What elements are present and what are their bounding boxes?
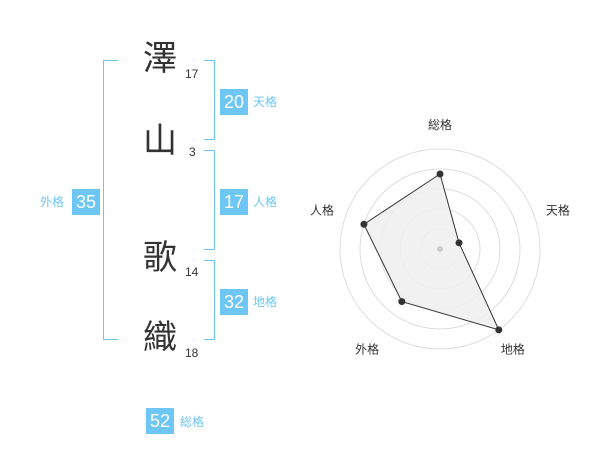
chikaku-bracket	[204, 260, 215, 340]
radar-point-2	[455, 239, 463, 247]
soukaku-label: 総格	[180, 415, 205, 429]
soukaku-value: 52	[146, 408, 174, 434]
stroke-count-2: 3	[189, 145, 196, 159]
radar-point-3	[495, 326, 503, 334]
tenkaku-value: 20	[220, 89, 248, 115]
radar-axis-label-5: 人格	[310, 203, 334, 218]
name-char-4: 織	[143, 318, 177, 358]
jinkaku-bracket	[204, 150, 215, 250]
radar-point-4	[398, 298, 406, 306]
gaikaku-value: 35	[72, 189, 100, 215]
name-char-2: 山	[143, 121, 177, 161]
radar-ring-4	[359, 168, 521, 330]
chikaku-label: 地格	[253, 295, 278, 309]
radar-axis-label-2: 天格	[546, 203, 570, 218]
radar-center-dot	[437, 246, 443, 252]
tenkaku-label: 天格	[253, 95, 278, 109]
chikaku-value: 32	[220, 289, 248, 315]
radar-axis-label-4: 外格	[355, 341, 379, 356]
name-char-1: 澤	[143, 39, 177, 79]
stroke-count-4: 18	[185, 346, 199, 360]
jinkaku-label: 人格	[253, 195, 278, 209]
radar-axis-label-3: 地格	[501, 341, 525, 356]
stroke-count-1: 17	[185, 67, 199, 81]
gaikaku-bracket	[103, 60, 118, 340]
tenkaku-bracket	[204, 60, 215, 140]
radar-ring-5	[339, 148, 541, 350]
name-char-3: 歌	[143, 238, 177, 278]
stroke-count-3: 14	[185, 265, 199, 279]
gaikaku-label: 外格	[40, 195, 65, 209]
jinkaku-value: 17	[220, 189, 248, 215]
radar-area	[363, 173, 500, 331]
radar-point-1	[436, 170, 444, 178]
radar-point-5	[360, 220, 368, 228]
radar-axis-label-1: 総格	[428, 117, 452, 132]
